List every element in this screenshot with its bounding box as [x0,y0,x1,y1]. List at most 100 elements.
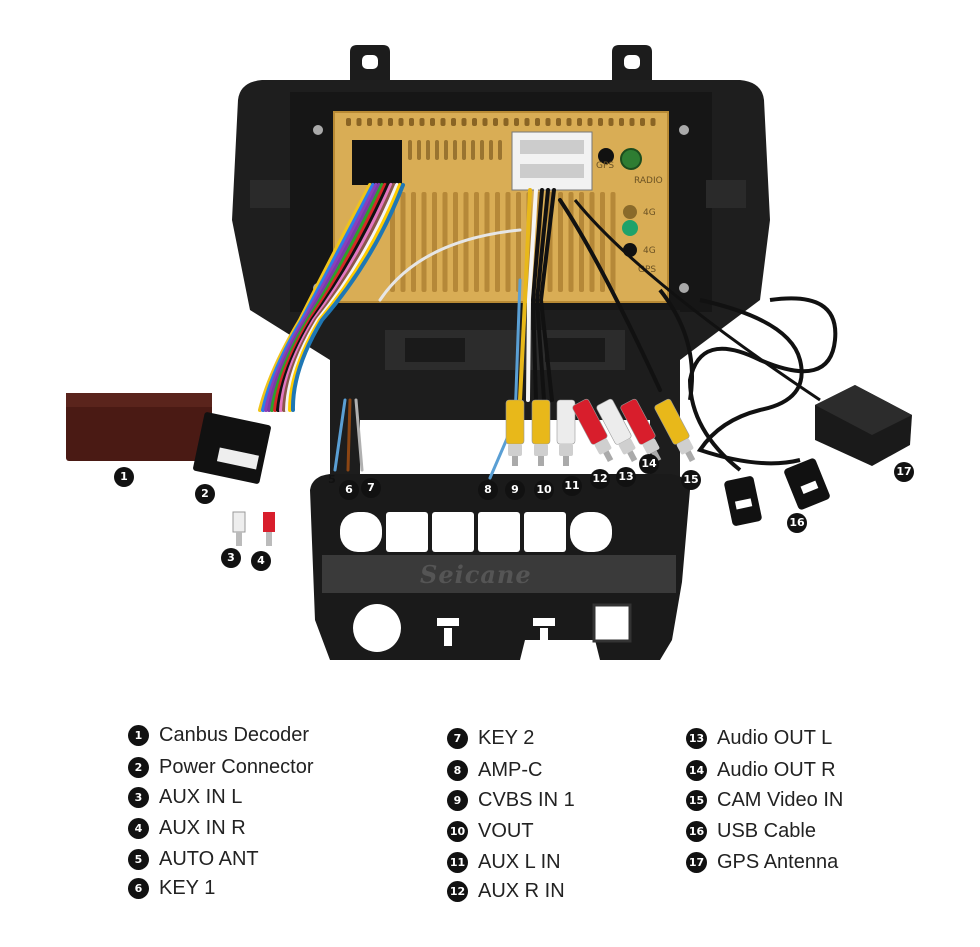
marker-15: 15 [681,470,701,490]
legend-item-17: 17 GPS Antenna [686,849,838,875]
4g-port-top [623,205,637,219]
legend-label: GPS Antenna [717,850,839,873]
legend-item-6: 6 KEY 1 [128,875,215,901]
rca-plug [556,399,576,466]
legend-label: KEY 2 [478,726,535,749]
brand-watermark: Seicane [420,560,532,589]
legend-item-14: 14 Audio OUT R [686,757,836,783]
marker-12: 12 [590,469,610,489]
legend-label: CVBS IN 1 [478,788,575,811]
legend-item-12: 12 AUX R IN [447,878,565,904]
radio-port-label: RADIO [634,176,663,186]
marker-5: 5 [328,473,336,486]
bezel-round-hole [353,604,401,652]
legend-label: KEY 1 [159,876,216,899]
screw-icon [679,283,689,293]
rca-plug [505,399,525,466]
marker-11: 11 [562,476,582,496]
marker-4: 4 [251,551,271,571]
legend-label: AUX R IN [478,879,565,902]
marker-9: 9 [505,480,525,500]
marker-7: 7 [361,478,381,498]
legend-item-3: 3 AUX IN L [128,784,242,810]
legend-number-badge: 6 [128,877,149,899]
legend-number-badge: 12 [447,880,468,902]
wire-harness [258,183,662,480]
legend-number-badge: 11 [447,851,468,873]
legend-item-13: 13 Audio OUT L [686,725,832,751]
legend-number-badge: 15 [686,789,707,811]
power-connector [193,412,271,484]
housing-vents-top [346,118,656,160]
legend-number-badge: 14 [686,759,707,781]
canbus-decoder [66,393,212,461]
legend-number-badge: 7 [447,727,468,749]
legend-item-5: 5 AUTO ANT [128,846,259,872]
frame-hook-left [250,180,290,208]
marker-13: 13 [616,467,636,487]
legend-item-10: 10 VOUT [447,818,534,844]
legend-number-badge: 3 [128,786,149,808]
legend-number-badge: 13 [686,727,707,749]
legend-label: VOUT [478,819,534,842]
usb-plug-2 [784,458,830,510]
4g-port-bottom-label: 4G [643,246,656,256]
legend-label: AUTO ANT [159,847,259,870]
usb-plug-1 [724,476,762,526]
4g-port-top-label: 4G [643,208,656,218]
legend-label: CAM Video IN [717,788,844,811]
legend-item-16: 16 USB Cable [686,818,816,844]
legend-label: AUX L IN [478,850,561,873]
legend-item-2: 2 Power Connector [128,754,314,780]
rca-plug [596,398,638,463]
marker-2: 2 [195,484,215,504]
legend-number-badge: 16 [686,820,707,842]
legend-label: AUX IN R [159,816,246,839]
legend-label: AUX IN L [159,785,243,808]
frame-hook-right [706,180,746,208]
legend-item-4: 4 AUX IN R [128,815,246,841]
aux-in-l-plug [232,511,246,546]
legend-item-1: 1 Canbus Decoder [128,722,309,748]
legend-label: Audio OUT L [717,726,833,749]
marker-8: 8 [478,480,498,500]
legend-label: Power Connector [159,755,314,778]
legend-number-badge: 4 [128,817,149,839]
rca-plugs [505,398,696,466]
legend-number-badge: 1 [128,724,149,746]
housing-vents-grille [390,192,616,292]
marker-10: 10 [534,480,554,500]
legend-label: AMP-C [478,758,543,781]
power-socket [352,140,402,185]
legend-item-15: 15 CAM Video IN [686,787,843,813]
wifi-port [622,220,638,236]
arrow-cutout-left [437,618,459,646]
marker-1: 1 [114,467,134,487]
legend-item-9: 9 CVBS IN 1 [447,787,575,813]
arrow-cutout-right [533,618,555,646]
legend-number-badge: 5 [128,848,149,870]
legend-label: USB Cable [717,819,816,842]
vent-slots [340,512,612,552]
gps-port-label: GPS [596,161,614,171]
legend-number-badge: 9 [447,789,468,811]
head-unit-illustration: GPS RADIO 4G 4G GPS [66,45,912,660]
screw-icon [679,125,689,135]
legend-label: Canbus Decoder [159,723,310,746]
gps-antenna [815,385,912,466]
legend-number-badge: 2 [128,756,149,778]
legend-number-badge: 10 [447,820,468,842]
marker-3: 3 [221,548,241,568]
aux-in-r-plug [263,512,275,546]
usb-cutout [592,603,632,643]
legend-item-8: 8 AMP-C [447,757,542,783]
radio-port [620,148,642,170]
rca-plug [572,398,614,463]
rca-plug [531,399,551,466]
marker-6: 6 [339,480,359,500]
legend-label: Audio OUT R [717,758,836,781]
bezel-shelf [322,555,676,593]
gps-port [598,148,614,164]
legend-number-badge: 8 [447,759,468,781]
legend-number-badge: 17 [686,851,707,873]
